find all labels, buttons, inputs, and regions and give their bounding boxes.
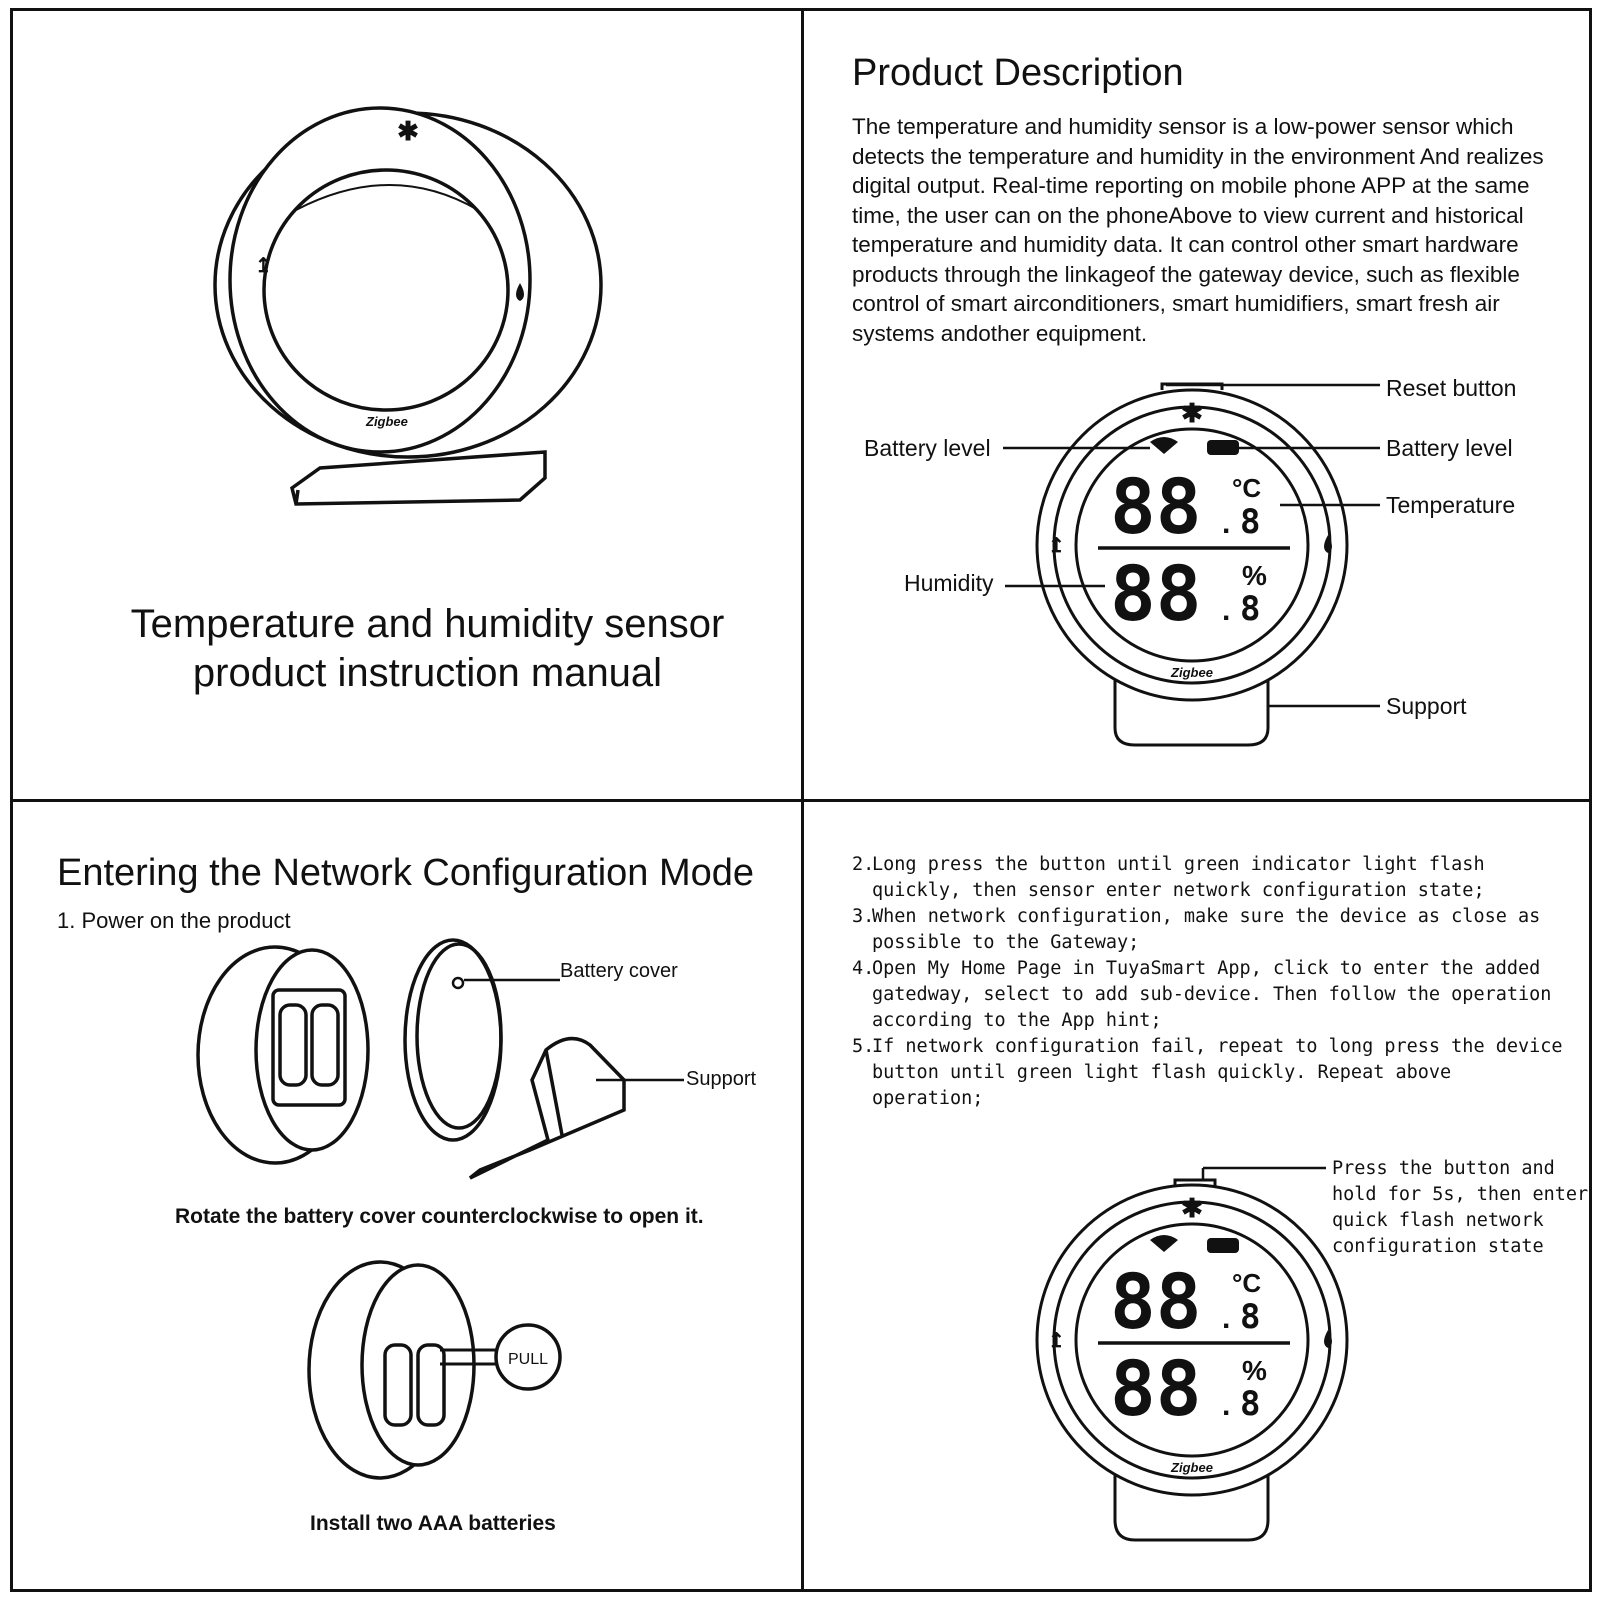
temp-digits: 88 — [1110, 1257, 1202, 1346]
hum-digits: 88 — [1110, 549, 1202, 638]
fan-icon: ✱ — [397, 116, 419, 146]
description-title: Product Description — [852, 52, 1184, 94]
hum-dot: . — [1222, 594, 1230, 627]
step-text: Long press the button until green indica… — [872, 854, 1485, 901]
label-humidity: Humidity — [904, 570, 994, 596]
temp-unit: °C — [1232, 473, 1261, 503]
temp-dot: . — [1222, 507, 1230, 540]
label-support-2: Support — [686, 1068, 757, 1090]
step-number: 2. — [852, 854, 875, 875]
step-text: Open My Home Page in TuyaSmart App, clic… — [872, 958, 1552, 1031]
cover-title: Temperature and humidity sensor product … — [40, 600, 815, 698]
fan-icon: ✱ — [1181, 1193, 1203, 1223]
wifi-icon — [1150, 1235, 1178, 1252]
step-1: 1. Power on the product — [57, 908, 291, 933]
hum-unit: % — [1242, 1355, 1267, 1386]
description-paragraph: The temperature and humidity sensor is a… — [852, 114, 1544, 346]
assembly-illustration: PULL — [196, 938, 684, 1480]
diagram-brand: Zigbee — [1170, 665, 1213, 680]
label-battery-level-right: Battery level — [1386, 435, 1513, 461]
temp-unit: °C — [1232, 1268, 1261, 1298]
device-diagram: ✱ ↥ 88 . 8 °C 88 . 8 % Zigbee — [1003, 382, 1380, 747]
droplet-icon — [1324, 535, 1332, 553]
step-number: 5. — [852, 1036, 875, 1057]
diagram-brand: Zigbee — [1170, 1460, 1213, 1475]
hum-decimal: 8 — [1240, 1384, 1260, 1424]
label-battery-level-left: Battery level — [864, 435, 991, 461]
hum-decimal: 8 — [1240, 589, 1260, 629]
droplet-icon — [1324, 1330, 1332, 1348]
battery-icon — [1207, 1238, 1239, 1253]
thermometer-icon: ↥ — [1048, 535, 1065, 557]
step-item-5: 5. If network configuration fail, repeat… — [852, 1034, 1572, 1112]
step-text: When network configuration, make sure th… — [872, 906, 1541, 953]
temp-decimal: 8 — [1240, 502, 1260, 542]
temp-decimal: 8 — [1240, 1297, 1260, 1337]
step-item-2: 2. Long press the button until green ind… — [852, 852, 1572, 904]
label-battery-cover: Battery cover — [560, 960, 678, 982]
cover-brand: Zigbee — [365, 414, 408, 429]
hum-unit: % — [1242, 560, 1267, 591]
press-button-note: Press the button and hold for 5s, then e… — [1332, 1158, 1589, 1257]
hum-dot: . — [1222, 1389, 1230, 1422]
wifi-icon — [1150, 437, 1178, 454]
temp-digits: 88 — [1110, 462, 1202, 551]
label-reset-button: Reset button — [1386, 375, 1517, 401]
step-number: 3. — [852, 906, 875, 927]
step-text: If network configuration fail, repeat to… — [872, 1036, 1563, 1109]
network-title: Entering the Network Configuration Mode — [57, 852, 755, 894]
cover-title-line1: Temperature and humidity sensor — [130, 602, 725, 646]
step-item-3: 3. When network configuration, make sure… — [852, 904, 1572, 956]
step-number: 4. — [852, 958, 875, 979]
cover-title-line2: product instruction manual — [192, 651, 663, 695]
rotate-caption: Rotate the battery cover counterclockwis… — [175, 1205, 704, 1228]
label-temperature: Temperature — [1386, 492, 1516, 518]
horizontal-divider — [10, 799, 1592, 802]
temp-dot: . — [1222, 1302, 1230, 1335]
thermometer-icon: ↥ — [1048, 1330, 1065, 1352]
fan-icon: ✱ — [1181, 398, 1203, 428]
step-item-4: 4. Open My Home Page in TuyaSmart App, c… — [852, 956, 1572, 1034]
thermometer-icon: ↥ — [255, 255, 272, 277]
droplet-icon — [516, 283, 524, 301]
cover-device-illustration: ✱ ↥ Zigbee — [213, 106, 603, 506]
label-support: Support — [1386, 693, 1467, 719]
steps-list: 2. Long press the button until green ind… — [852, 852, 1572, 1112]
install-caption: Install two AAA batteries — [310, 1512, 556, 1535]
battery-icon — [1207, 440, 1239, 455]
pull-label: PULL — [508, 1351, 548, 1368]
hum-digits: 88 — [1110, 1344, 1202, 1433]
